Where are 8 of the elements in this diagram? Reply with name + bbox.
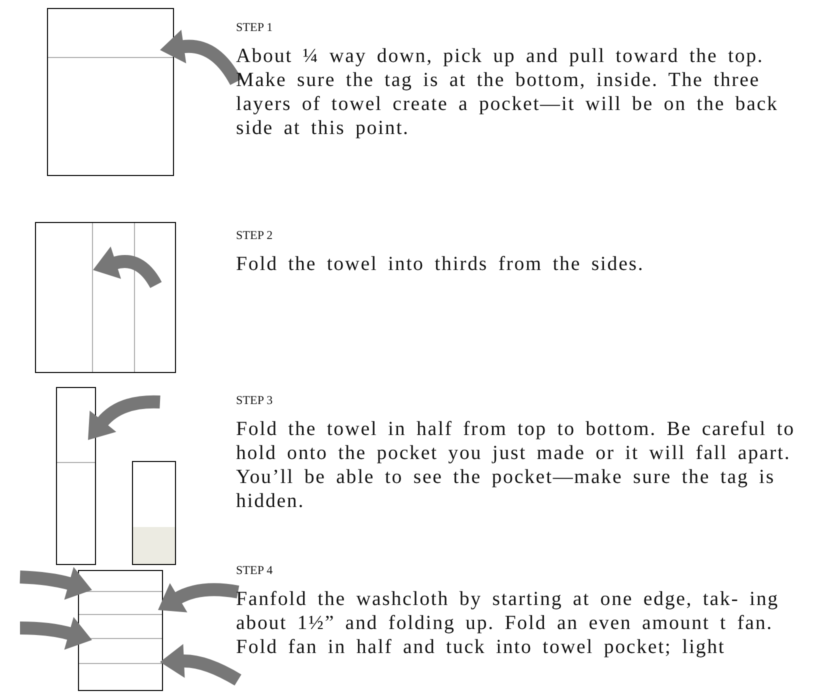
- step-heading: STEP 4: [236, 563, 273, 578]
- step-heading: STEP 2: [236, 228, 273, 243]
- step-heading: STEP 3: [236, 393, 273, 408]
- step-instructions: Fold the towel in half from top to bottom. Be careful to hold onto the pocket you just made or it will fall apart. You’ll be able to see the pocket—make sure the tag is hidden.: [236, 417, 796, 513]
- step-instructions: Fold the towel into thirds from the sides.: [236, 252, 646, 276]
- step-instructions: Fanfold the washcloth by starting at one edge, tak- ing about 1½” and folding up. Fold an even amount t fan. Fold fan in half and tuck into towel pocket; light: [236, 587, 780, 659]
- step-instructions: About ¼ way down, pick up and pull toward the top. Make sure the tag is at the bottom, inside. The three layers of towel create a pocket—it will be on the back side at this point.: [236, 44, 780, 140]
- step-heading: STEP 1: [236, 20, 273, 35]
